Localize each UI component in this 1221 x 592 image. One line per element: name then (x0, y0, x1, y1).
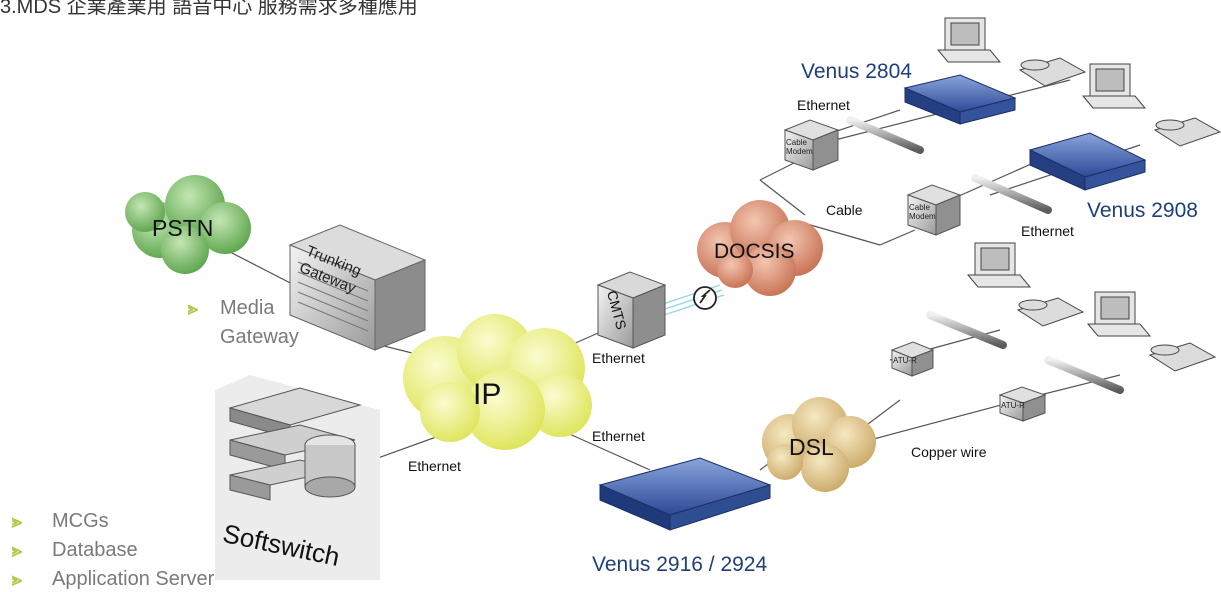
venus-2908-device (1028, 132, 1147, 191)
media-gateway-line-1: Media (220, 297, 275, 319)
cable-modem-2-label: Cable Modem (909, 203, 936, 221)
computer-icon (936, 17, 1002, 63)
ip-cloud (403, 314, 592, 450)
cable-modem-1 (783, 119, 840, 171)
telephone-icon (1148, 342, 1217, 372)
trunking-gateway (288, 224, 427, 351)
computer-icon (1081, 63, 1147, 109)
venus-2804-label: Venus 2804 (801, 60, 912, 83)
media-gateway-line-2: Gateway (220, 326, 299, 348)
list-item-database: Database (52, 539, 138, 561)
ethernet-label-mid: Ethernet (592, 428, 645, 444)
telephone-icon (1018, 57, 1087, 87)
telephone-icon (1016, 297, 1085, 327)
venus-2916-device (598, 457, 772, 531)
atu-r-1 (890, 341, 935, 377)
dsl-label: DSL (789, 434, 834, 460)
media-gateway-bullet-icon: ⪢ (188, 298, 199, 318)
softswitch-rack (215, 375, 380, 580)
list-bullet-icon: ⪢ (12, 511, 23, 531)
list-item-mcgs: MCGs (52, 510, 109, 532)
atu-r-2-label: ATU-R (1001, 401, 1025, 410)
venus-2804-device (903, 74, 1017, 125)
ethernet-label-cmts: Ethernet (592, 350, 645, 366)
ethernet-label-top: Ethernet (797, 97, 850, 113)
ethernet-pipes (846, 116, 1124, 394)
signal-icon (693, 286, 717, 310)
ethernet-label-softswitch: Ethernet (408, 458, 461, 474)
computer-icon (1086, 291, 1152, 337)
ethernet-label-right: Ethernet (1021, 223, 1074, 239)
list-bullet-icon: ⪢ (12, 569, 23, 589)
ip-label: IP (473, 378, 502, 411)
computer-icon (966, 242, 1032, 288)
venus-2908-label: Venus 2908 (1087, 199, 1198, 222)
telephone-icon (1153, 117, 1221, 147)
cable-modem-1-label: Cable Modem (786, 138, 813, 156)
copper-wire-label: Copper wire (911, 444, 987, 460)
list-item-application-server: Application Server (52, 568, 215, 590)
atu-r-2 (998, 386, 1047, 422)
pstn-label: PSTN (152, 215, 214, 241)
pstn-cloud (125, 175, 251, 274)
docsis-label: DOCSIS (714, 240, 795, 263)
list-bullet-icon: ⪢ (12, 540, 23, 560)
cable-modem-2 (906, 184, 962, 236)
venus-2916-label: Venus 2916 / 2924 (592, 553, 768, 576)
cmts-box (596, 271, 667, 349)
page-header: 3.MDS 企業產業用 語音中心 服務需求多種應用 (0, 0, 418, 18)
atu-r-1-label: ATU-R (893, 356, 917, 365)
cable-label: Cable (826, 202, 863, 218)
dsl-cloud (762, 397, 876, 492)
docsis-cloud (697, 200, 823, 296)
